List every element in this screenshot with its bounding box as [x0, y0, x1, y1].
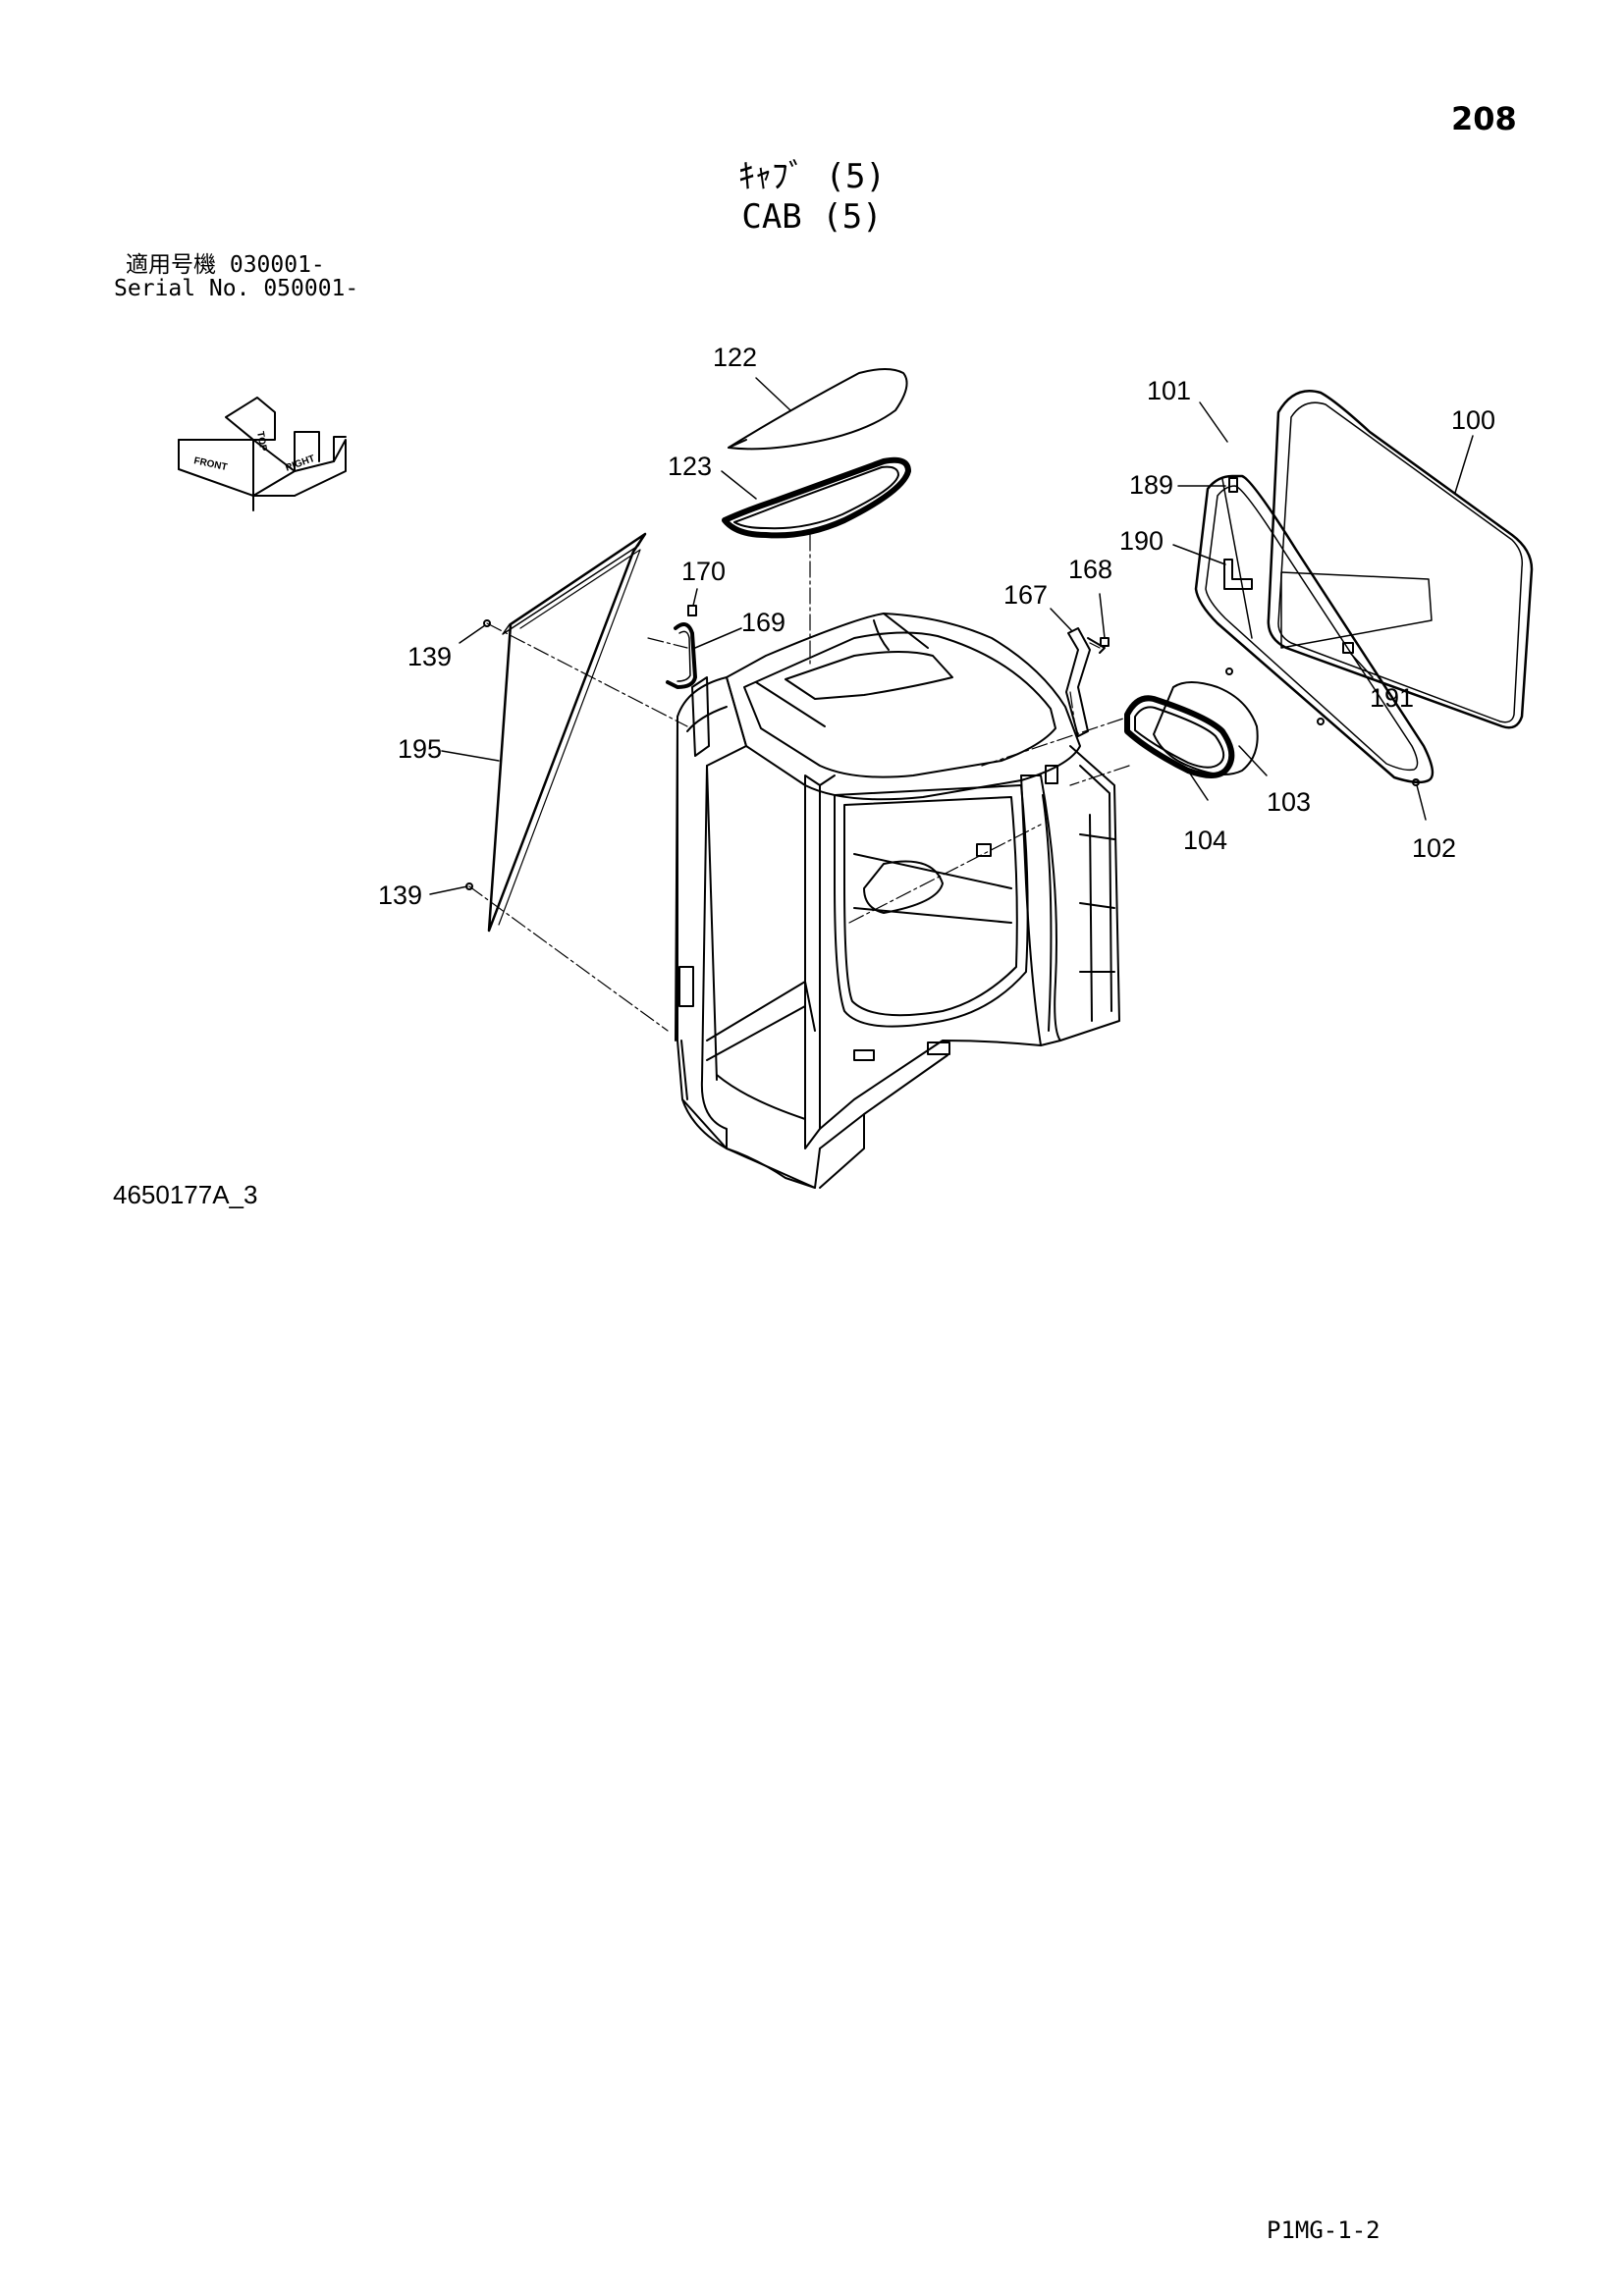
callout-190: 190 — [1119, 526, 1164, 556]
roof-cover-part — [728, 368, 908, 451]
callout-100: 100 — [1451, 405, 1495, 435]
callout-104: 104 — [1183, 826, 1227, 855]
callout-191: 191 — [1370, 683, 1414, 713]
callout-189: 189 — [1129, 470, 1173, 500]
small-window-part — [1124, 681, 1259, 778]
side-window-glass-part — [1267, 390, 1534, 729]
callout-195: 195 — [398, 734, 442, 764]
clip-191-part — [1342, 642, 1354, 654]
callout-123: 123 — [668, 452, 712, 481]
roof-seal-part — [722, 456, 911, 539]
fastener-dot-part — [1317, 718, 1325, 725]
callout-122: 122 — [713, 343, 757, 372]
title-japanese: ｷｬﾌﾞ (5) — [738, 157, 886, 196]
orientation-cube-icon — [178, 397, 347, 511]
grab-handle-169-part — [666, 622, 697, 689]
screw-168-part — [1100, 637, 1110, 647]
callout-103: 103 — [1267, 787, 1311, 817]
cab-frame-part — [675, 613, 1120, 1189]
side-window-seal-part — [1194, 474, 1435, 784]
callout-170: 170 — [681, 557, 726, 586]
orientation-front-label: FRONT — [192, 455, 228, 473]
clip-189-part — [1228, 477, 1238, 493]
callout-139-bottom: 139 — [378, 881, 422, 910]
fastener-139-top-part — [483, 619, 491, 627]
callout-139-top: 139 — [407, 642, 452, 671]
callout-168: 168 — [1068, 555, 1112, 584]
rear-glass-195-part — [487, 532, 647, 933]
title-english: CAB (5) — [741, 197, 883, 237]
serial-range-english: Serial No. 050001- — [114, 276, 359, 301]
callout-leaders — [429, 377, 1474, 895]
callout-169: 169 — [741, 608, 785, 637]
page-number: 208 — [1451, 100, 1517, 137]
orientation-top-label: TOP — [254, 431, 268, 453]
bracket-190-part — [1223, 559, 1253, 590]
drawing-id: 4650177A_3 — [113, 1180, 258, 1209]
page-code: P1MG-1-2 — [1267, 2216, 1380, 2244]
assembly-lines — [468, 534, 1130, 1032]
callout-167: 167 — [1003, 580, 1048, 610]
callout-101: 101 — [1147, 376, 1191, 405]
handle-bracket-167-part — [1065, 627, 1106, 737]
serial-range-japanese: 適用号機 030001- — [126, 252, 325, 278]
fastener-dot-part — [1225, 667, 1233, 675]
callout-102: 102 — [1412, 833, 1456, 863]
fastener-102-part — [1412, 778, 1420, 786]
screw-170-part — [687, 605, 697, 616]
